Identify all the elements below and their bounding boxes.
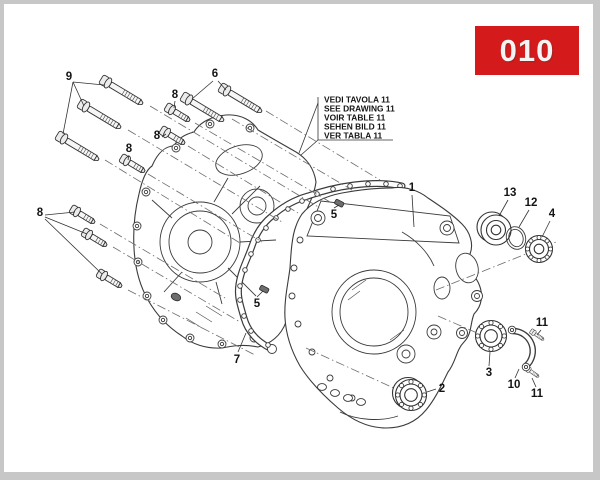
part-label-13: 13: [504, 187, 517, 199]
part-label-10: 10: [508, 379, 521, 391]
bolt-9-c: [53, 129, 102, 165]
bearing-3: [474, 319, 508, 353]
part-label-11-b: 11: [531, 388, 544, 400]
part-label-3: 3: [486, 367, 492, 379]
bearing-3-balls: [475, 320, 507, 352]
bolt-8-d: [67, 203, 98, 228]
right-case-left-flange-holes: [288, 236, 356, 402]
part-label-8-c: 8: [126, 143, 133, 155]
part-label-9: 9: [66, 71, 72, 83]
bearing-2: [391, 376, 428, 412]
dark-boss: [170, 292, 182, 302]
sump-flange-holes: [317, 383, 366, 406]
bolt-9-a: [97, 73, 146, 109]
part-label-7: 7: [234, 354, 240, 366]
callout-box: VEDI TAVOLA 11 SEE DRAWING 11 VOIR TABLE…: [298, 95, 395, 156]
part-label-2: 2: [439, 383, 445, 395]
bearing-4: [524, 234, 554, 264]
bolt-6-b: [216, 81, 265, 117]
callout-line-1: VEDI TAVOLA 11: [324, 95, 390, 105]
gasket-holes: [237, 181, 403, 348]
part-label-12: 12: [525, 197, 538, 209]
label-leader-lines: [44, 80, 551, 393]
bolt-8-e: [79, 226, 110, 251]
bearing-2-balls: [395, 379, 427, 411]
callout-line-3: VOIR TABLE 11: [324, 113, 386, 123]
part-label-6: 6: [212, 68, 218, 80]
bearing-4-balls: [525, 235, 553, 263]
callout-line-2: SEE DRAWING 11: [324, 104, 395, 114]
snap-ring-12: [505, 226, 527, 250]
assembly-axis-lines: [99, 105, 557, 391]
bolt-9-b: [75, 97, 124, 133]
part-label-8-b: 8: [154, 130, 161, 142]
part-label-1: 1: [409, 182, 416, 194]
part-label-8-a: 8: [172, 89, 179, 101]
part-label-11-a: 11: [536, 317, 549, 329]
bearing-13: [476, 211, 512, 246]
retainer-bracket-10: [507, 325, 536, 372]
callout-line-4: SEHEN BILD 11: [324, 122, 386, 132]
crankcase-gasket: [234, 180, 406, 354]
callout-line-5: VER TABLA 11: [324, 131, 383, 141]
part-label-4: 4: [549, 208, 556, 220]
part-label-8-d: 8: [37, 207, 44, 219]
part-label-5-a: 5: [331, 209, 338, 221]
right-crankcase-half: [284, 186, 483, 429]
bolt-8-c: [117, 152, 148, 177]
part-number-labels: 9 6 8 8 8 8 1 13 12 4 5 5 7 2 3 10 11 11: [37, 68, 556, 400]
page-number-badge: 010: [475, 26, 579, 75]
part-label-5-b: 5: [254, 298, 261, 310]
